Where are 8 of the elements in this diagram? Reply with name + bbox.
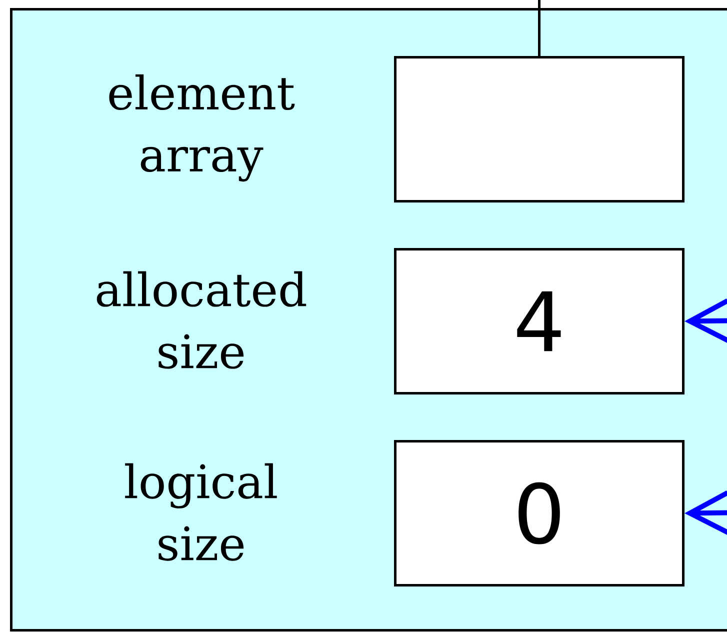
value-box: 0 [394,440,684,586]
arrow [684,490,727,535]
value-box: 4 [394,248,684,394]
arrow [684,298,727,343]
field-label: logical size [125,463,277,561]
field-label: allocated size [96,271,306,369]
pointer-box [394,56,684,202]
field-label: element array [109,74,295,182]
